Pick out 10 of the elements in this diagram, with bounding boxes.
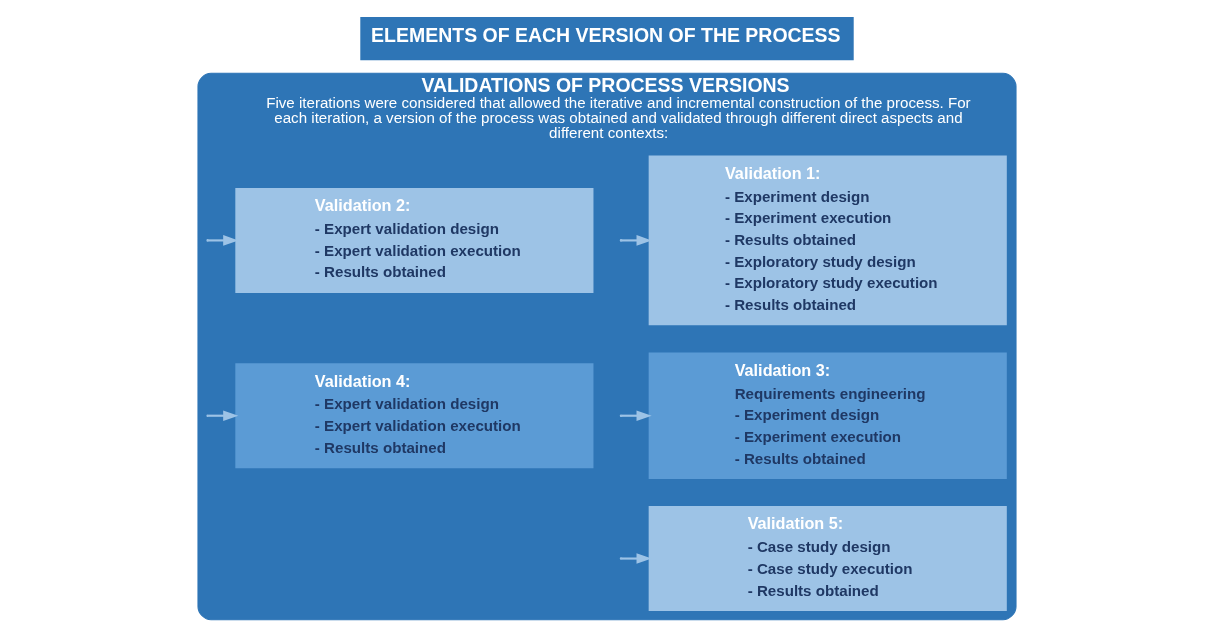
node-box: Validation 5: - Case study design - Case study execution - Results obtained <box>648 506 1007 612</box>
node-box: Validation 4: - Expert validation design - Expert validation execution - Results obtained <box>235 363 594 469</box>
node-box: Validation 1: - Experiment design - Experiment execution - Results obtained - Exploratory study design - Exploratory study execution - Results obtained <box>648 155 1007 326</box>
node-box: Validation 2: - Expert validation design - Expert validation execution - Results obtained <box>235 187 594 293</box>
arrow <box>621 553 652 564</box>
node-box: Validation 3: Requirements engineering - Experiment design - Experiment execution - Results obtained <box>648 352 1007 479</box>
diagram-title: ELEMENTS OF EACH VERSION OF THE PROCESS <box>371 24 841 47</box>
arrow <box>208 235 239 246</box>
arrow <box>621 235 652 246</box>
arrow <box>621 410 652 422</box>
